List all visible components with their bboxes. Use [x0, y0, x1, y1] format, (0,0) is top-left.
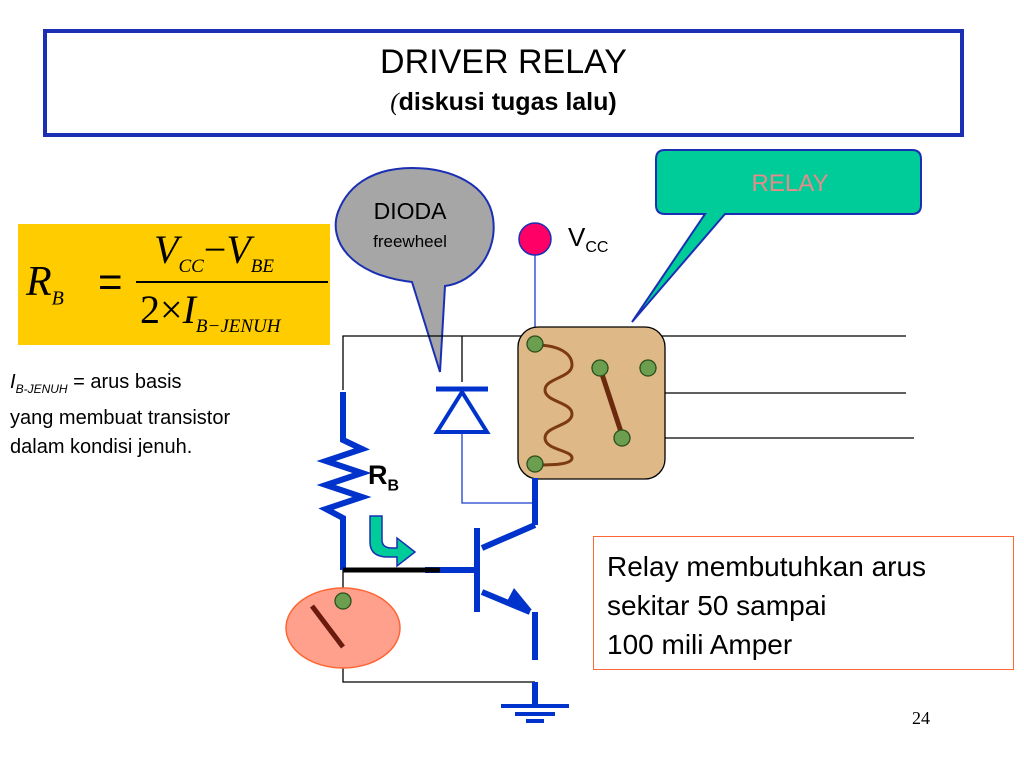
- relay-contact-bottom: [613, 429, 631, 447]
- fraction-bar: [136, 281, 328, 283]
- relay-terminal-bottom: [526, 455, 544, 473]
- formula-lhs-sub: B: [51, 287, 64, 310]
- numerator-vcc: V: [154, 227, 179, 272]
- ib-line3: dalam kondisi jenuh.: [10, 436, 193, 458]
- vcc-label-main: V: [568, 222, 586, 252]
- terminals: [334, 335, 657, 610]
- ib-symbol-sub: B-JENUH: [15, 382, 68, 396]
- formula-lhs: RB: [26, 258, 64, 310]
- info-line-3: 100 mili Amper: [607, 629, 793, 660]
- ground-symbol: [501, 704, 569, 723]
- subtitle-text: diskusi tugas lalu): [398, 88, 617, 116]
- wire-diode-bottom: [461, 432, 535, 504]
- relay-label: RELAY: [751, 170, 829, 197]
- page-number: 24: [912, 708, 930, 728]
- info-line-2: sekitar 50 sampai: [607, 590, 827, 621]
- numerator-vbe-sub: BE: [250, 256, 275, 277]
- relay-contact-right: [639, 359, 657, 377]
- denominator-times: ×: [160, 287, 183, 332]
- slide-title: DRIVER RELAY: [380, 43, 627, 81]
- ib-line1: = arus basis: [67, 371, 182, 393]
- info-line-1: Relay membutuhkan arus: [607, 551, 927, 582]
- relay-callout-bubble: [631, 149, 922, 323]
- rb-label-main: R: [368, 460, 388, 490]
- formula-equals: =: [98, 258, 123, 305]
- rb-label: RB: [368, 460, 399, 495]
- freewheel-diode: [433, 386, 491, 434]
- diode-triangle: [433, 388, 491, 434]
- emitter-arrow: [505, 588, 532, 610]
- vcc-label: VCC: [568, 222, 608, 257]
- rb-formula: RB = VCC−VBE 2×IB−JENUH: [18, 224, 330, 345]
- resistor-rb: [316, 392, 372, 570]
- title-box: DRIVER RELAY (diskusi tugas lalu): [43, 29, 964, 137]
- emitter-diagonal: [480, 589, 532, 615]
- relay-current-note: Relay membutuhkan arus sekitar 50 sampai…: [593, 536, 1014, 670]
- dioda-callout-bubble: [334, 166, 495, 373]
- relay-terminal-top: [526, 335, 544, 353]
- numerator-minus: −: [203, 227, 227, 272]
- switch-terminal: [334, 592, 352, 610]
- rb-label-sub: B: [387, 477, 400, 495]
- ib-line2: yang membuat transistor: [10, 407, 231, 429]
- formula-lhs-symbol: R: [26, 259, 52, 305]
- vcc-label-sub: CC: [585, 239, 609, 257]
- dioda-label: DIODA: [373, 198, 447, 224]
- relay-coil: [534, 343, 574, 467]
- numerator-vcc-sub: CC: [178, 256, 204, 277]
- denominator-i-sub: B−JENUH: [195, 316, 281, 337]
- slide-subtitle: (diskusi tugas lalu): [47, 88, 960, 117]
- vcc-terminal: [518, 222, 552, 256]
- formula-denominator: 2×IB−JENUH: [140, 286, 280, 338]
- numerator-vbe: V: [226, 227, 251, 272]
- wire-contact-2: [647, 368, 906, 394]
- denominator-i: I: [182, 287, 196, 332]
- base-current-arrow: [369, 515, 417, 568]
- subtitle-paren: (: [390, 89, 399, 116]
- formula-numerator: VCC−VBE: [154, 226, 274, 278]
- denominator-two: 2: [140, 287, 160, 332]
- ib-symbol: I: [10, 371, 16, 393]
- relay-contact-common: [591, 359, 609, 377]
- input-switch-arm: [310, 604, 345, 649]
- ib-definition: IB-JENUH = arus basis yang membuat trans…: [10, 368, 310, 462]
- dioda-sub-label: freewheel: [373, 232, 447, 251]
- npn-transistor: [425, 478, 538, 705]
- relay-switch-arm: [597, 367, 626, 439]
- collector-diagonal: [480, 522, 537, 551]
- wire-supply-loop: [342, 335, 535, 390]
